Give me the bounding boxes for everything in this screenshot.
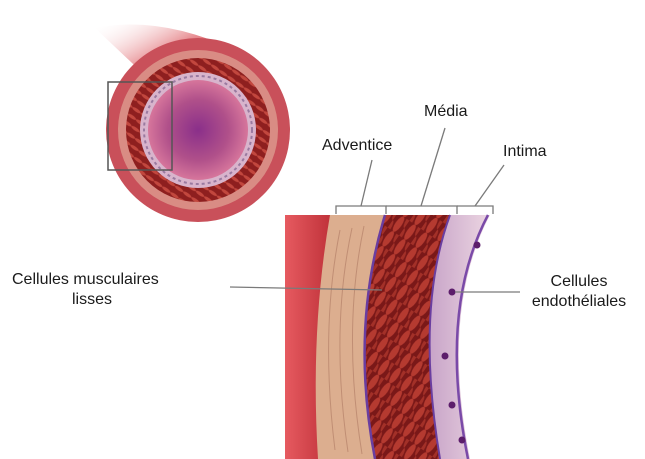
intima-leader — [475, 165, 504, 206]
media-leader — [421, 128, 445, 206]
endothelial-nucleus — [449, 402, 456, 409]
endothelial-nucleus — [459, 437, 466, 444]
label-smooth-muscle-line1: Cellules musculaires — [12, 270, 159, 290]
label-endothelial: Cellules endothéliales — [520, 272, 638, 312]
vessel-lumen — [148, 80, 248, 180]
media-bracket — [386, 206, 457, 214]
endothelial-nucleus — [449, 289, 456, 296]
vessel-cross-section — [95, 24, 290, 222]
label-adventice: Adventice — [322, 136, 392, 156]
intima-bracket — [457, 206, 493, 214]
endothelial-nucleus — [474, 242, 481, 249]
label-smooth-muscle-line2: lisses — [12, 290, 159, 310]
label-endothelial-line1: Cellules — [520, 272, 638, 292]
wall-section-detail — [285, 215, 490, 459]
adventice-bracket — [336, 206, 386, 214]
label-intima: Intima — [503, 142, 547, 162]
label-smooth-muscle: Cellules musculaires lisses — [12, 270, 159, 310]
adventice-leader — [361, 160, 372, 206]
endothelial-nucleus — [442, 353, 449, 360]
label-endothelial-line2: endothéliales — [520, 292, 638, 312]
label-media: Média — [424, 102, 468, 122]
